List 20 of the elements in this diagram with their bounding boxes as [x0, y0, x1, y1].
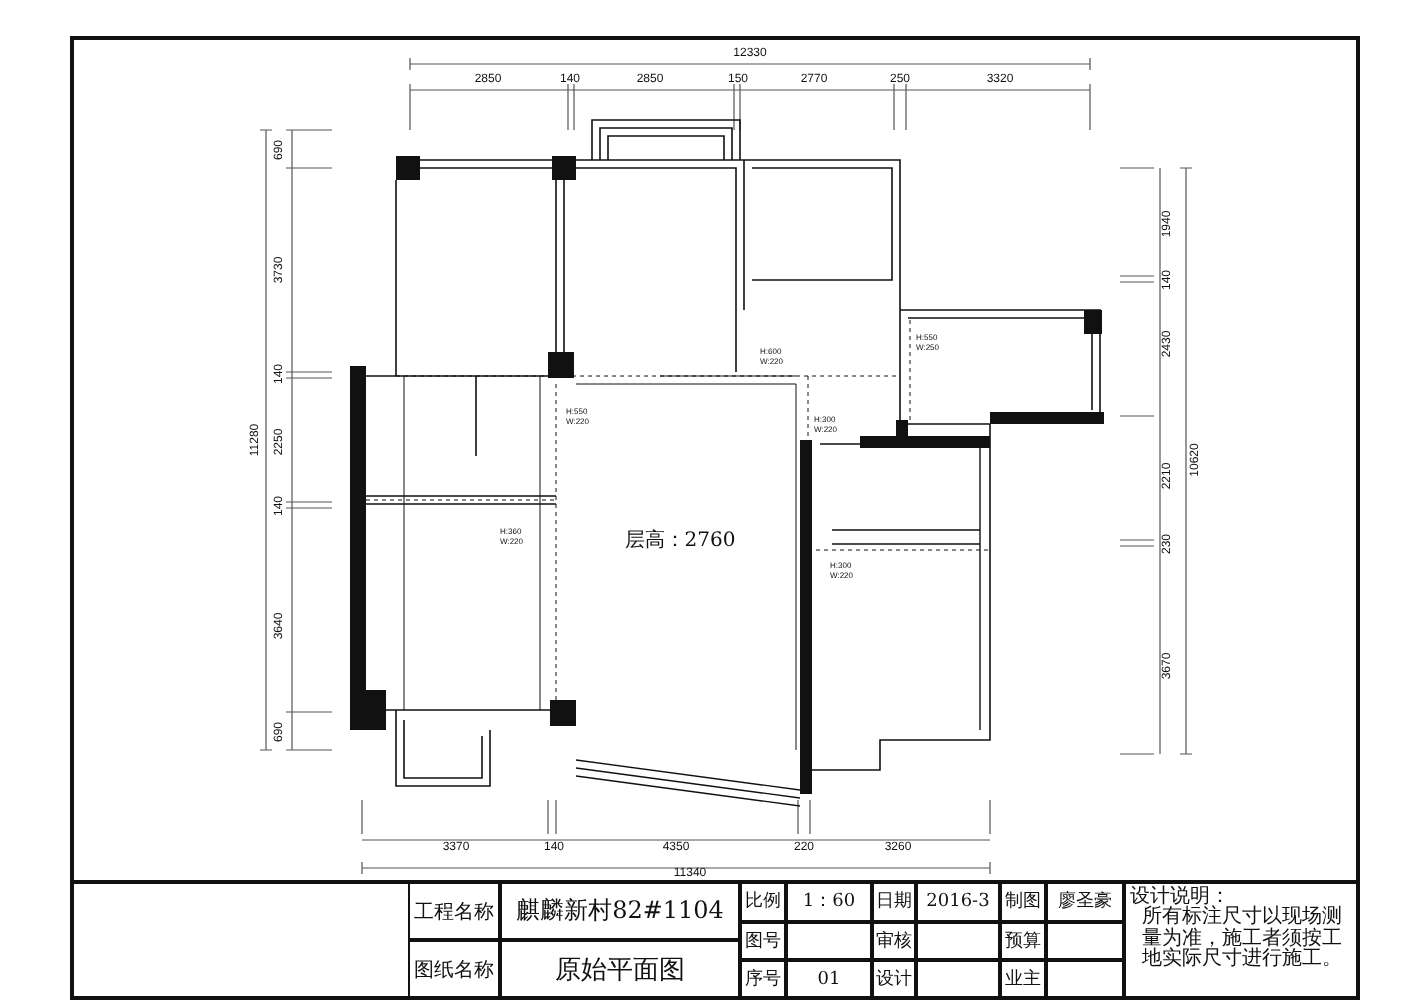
- title-block-cell: 麒麟新村82#1104: [500, 882, 740, 940]
- notes-heading: 设计说明：: [1130, 886, 1230, 908]
- title-block-cell: 比例: [740, 882, 786, 921]
- title-block-cell: 图纸名称: [408, 940, 500, 998]
- title-block-cell: 01: [786, 960, 872, 999]
- title-block-cell: 廖圣豪: [1046, 882, 1124, 921]
- title-block-cell: 设计: [872, 960, 916, 999]
- title-block-cell: 预算: [1000, 921, 1046, 960]
- title-block-cell: 序号: [740, 960, 786, 999]
- title-block-cell: 制图: [1000, 882, 1046, 921]
- title-block-cell: 业主: [1000, 960, 1046, 999]
- title-block-cell: 审核: [872, 921, 916, 960]
- title-block-cell: 图号: [740, 921, 786, 960]
- notes-text: 所有标注尺寸以现场测量为准，施工者须按工地实际尺寸进行施工。: [1140, 908, 1344, 971]
- title-block-cell: 2016-3: [916, 882, 1000, 921]
- title-block-cell: 日期: [872, 882, 916, 921]
- ceiling-height-note: 层高：2760: [624, 527, 736, 554]
- title-block-cell: 工程名称: [408, 882, 500, 940]
- title-block-cell: 原始平面图: [500, 940, 740, 998]
- title-block-cell: 1：60: [786, 882, 872, 921]
